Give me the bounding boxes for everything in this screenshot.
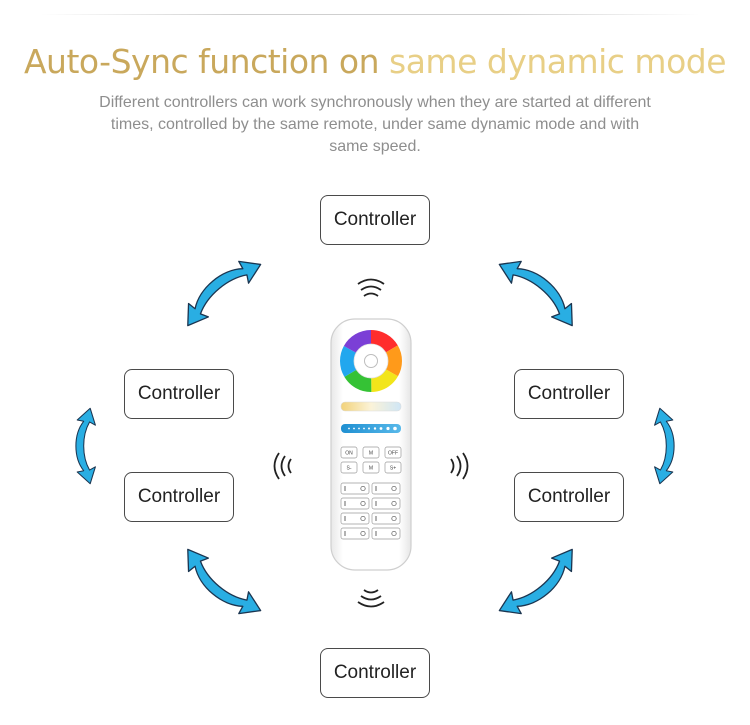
zone-power-icon xyxy=(360,515,366,522)
remote-button xyxy=(362,461,380,474)
zone-power-icon xyxy=(391,500,397,507)
zone-power-icon xyxy=(360,530,366,537)
page-title: Auto-Sync function on same dynamic mode xyxy=(0,42,750,81)
signal-right-icon xyxy=(450,452,469,480)
signal-top-icon xyxy=(357,278,385,297)
remote-button xyxy=(340,461,358,474)
temperature-slider xyxy=(340,401,402,412)
controller-top: Controller xyxy=(320,195,430,245)
zone-button xyxy=(371,497,401,510)
controller-left-upper: Controller xyxy=(124,369,234,419)
remote-button xyxy=(384,446,402,459)
controller-left-lower: Controller xyxy=(124,472,234,522)
remote-button xyxy=(362,446,380,459)
zone-button xyxy=(371,482,401,495)
double-arrow-icon xyxy=(494,249,585,332)
remote-button-label: S- xyxy=(347,466,352,472)
remote-button-label: M xyxy=(369,451,373,457)
controller-right-upper: Controller xyxy=(514,369,624,419)
double-arrow-icon xyxy=(175,543,266,626)
zone-button xyxy=(371,512,401,525)
zone-button xyxy=(340,512,370,525)
remote-button-label: M xyxy=(369,466,373,472)
double-arrow-icon xyxy=(494,543,585,626)
zone-button xyxy=(340,482,370,495)
top-divider xyxy=(40,14,700,15)
controller-bottom: Controller xyxy=(320,648,430,698)
controller-right-lower: Controller xyxy=(514,472,624,522)
brightness-slider xyxy=(341,424,401,433)
color-wheel-icon xyxy=(340,330,402,392)
double-arrow-icon xyxy=(75,407,96,485)
zone-power-icon xyxy=(391,530,397,537)
remote-button-label: ON xyxy=(345,451,353,457)
remote-button xyxy=(340,446,358,459)
zone-power-icon xyxy=(360,485,366,492)
remote-button-label: S+ xyxy=(390,466,396,472)
title-part-gold: Auto-Sync function on xyxy=(23,42,390,81)
signal-bottom-icon xyxy=(357,589,385,608)
remote-button-label: OFF xyxy=(388,451,398,457)
remote-control: ON M OFF S- M S+ xyxy=(330,318,412,571)
page-subtitle: Different controllers can work synchrono… xyxy=(99,94,651,155)
title-part-light: same dynamic mode xyxy=(389,42,727,81)
double-arrow-icon xyxy=(175,249,266,332)
zone-power-icon xyxy=(391,515,397,522)
signal-left-icon xyxy=(273,452,292,480)
zone-button xyxy=(371,527,401,540)
zone-button xyxy=(340,527,370,540)
double-arrow-icon xyxy=(654,407,675,485)
zone-button xyxy=(340,497,370,510)
zone-power-icon xyxy=(360,500,366,507)
remote-button xyxy=(384,461,402,474)
zone-power-icon xyxy=(391,485,397,492)
